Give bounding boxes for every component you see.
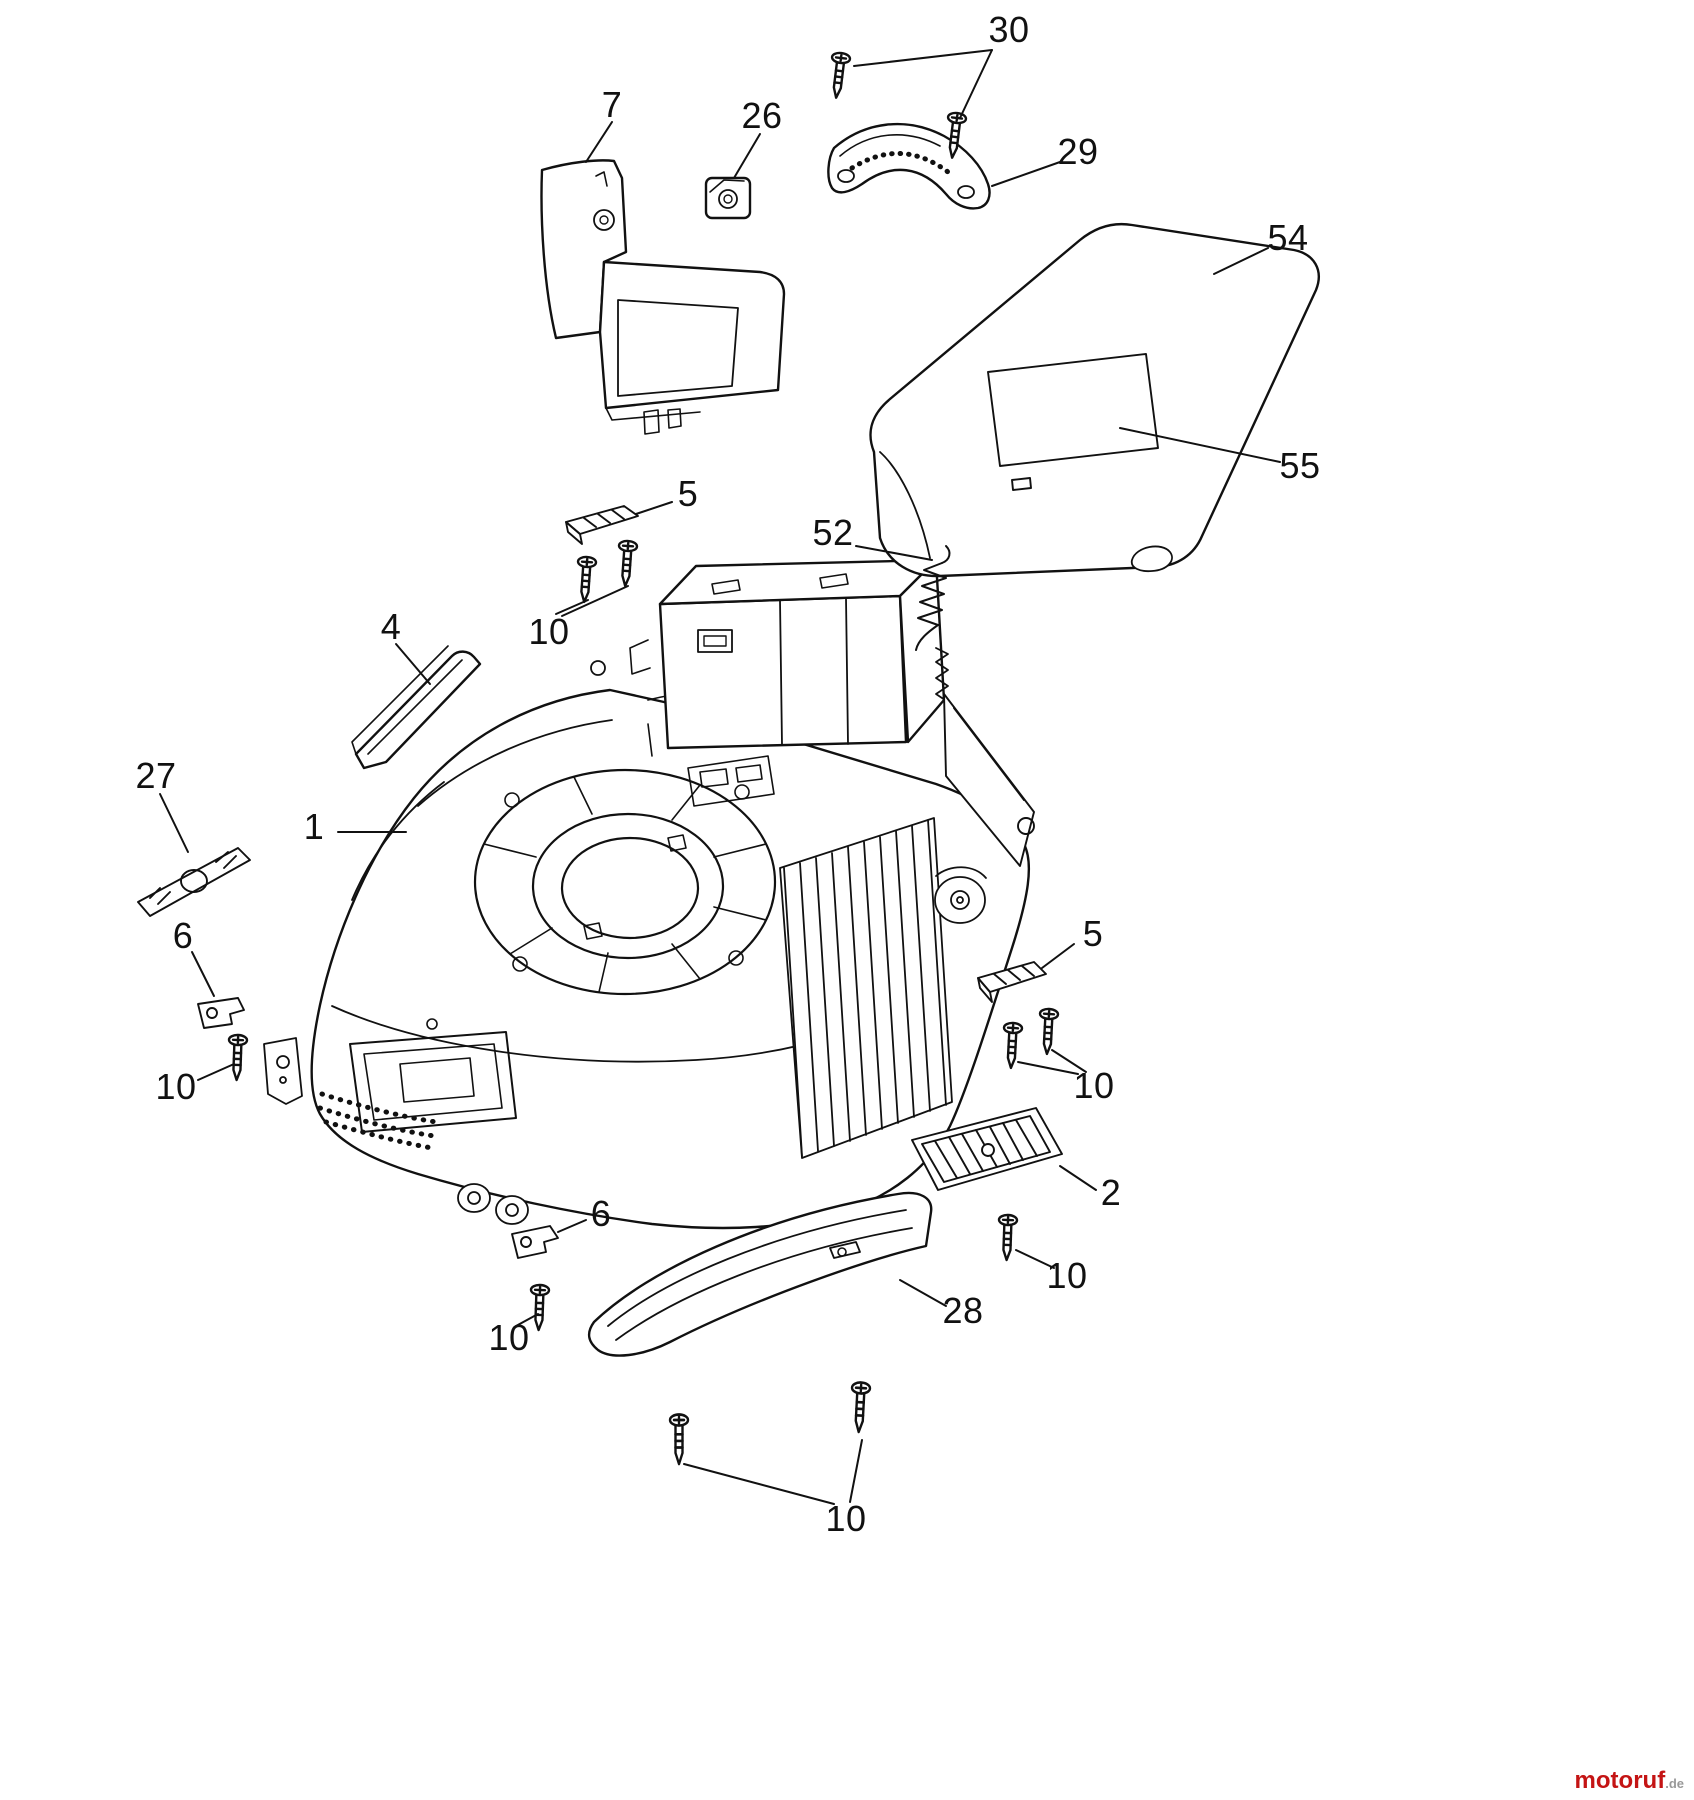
leader-7: [585, 121, 613, 163]
part-label-10-bottom-left: 10: [488, 1317, 530, 1358]
leader-29: [991, 161, 1061, 187]
leader-lines: [159, 49, 1281, 1505]
screw-10-bottom-center-a: [668, 1413, 690, 1466]
watermark-logo: motoruf.de: [1575, 1767, 1684, 1795]
leader-54: [1213, 247, 1269, 275]
part-6-clip-bottom: [511, 1225, 559, 1259]
screw-10-top-right: [615, 539, 639, 588]
leader-6a: [191, 951, 215, 997]
bottom-rollers: [457, 1183, 529, 1225]
leader-52: [855, 545, 933, 561]
leader-26: [733, 133, 761, 179]
leader-28: [899, 1279, 947, 1307]
part-label-10-right: 10: [1073, 1065, 1115, 1106]
deck-rib-panel: [779, 817, 953, 1159]
leader-2: [1059, 1165, 1097, 1191]
leader-10e: [515, 1313, 539, 1327]
leader-6b: [557, 1219, 587, 1233]
leader-30-b: [959, 49, 993, 119]
leader-10a-2: [561, 585, 629, 617]
blade-housing-opening: [473, 768, 777, 996]
part-5-clip-top: [565, 505, 639, 545]
part-label-55: 55: [1279, 445, 1321, 486]
leader-4: [395, 643, 431, 685]
rear-switch-box: [629, 558, 949, 750]
leader-10a-1: [555, 599, 589, 615]
part-5-clip-right: [977, 961, 1047, 1003]
part-label-52: 52: [812, 512, 854, 553]
part-6-clip-left: [197, 997, 245, 1029]
part-label-4: 4: [380, 606, 402, 647]
part-label-29: 29: [1057, 131, 1099, 172]
deck-vent-dots: [317, 1091, 439, 1151]
leader-10f-1: [683, 1463, 835, 1505]
screw-30-left: [825, 50, 852, 100]
leader-10c-2: [1051, 1049, 1087, 1073]
screw-10-left: [226, 1033, 249, 1082]
part-4-trim-strip: [351, 645, 482, 770]
leader-27: [159, 793, 189, 853]
leader-30-a: [853, 49, 993, 67]
part-label-10-bottom-center: 10: [825, 1498, 867, 1539]
part-label-2: 2: [1100, 1172, 1122, 1213]
part-28-deflector: [587, 1191, 933, 1357]
part-29-handle-bracket: [827, 122, 991, 210]
part-label-28: 28: [942, 1290, 984, 1331]
screw-10-bottom-center-b: [848, 1380, 872, 1434]
leader-5a: [635, 501, 673, 515]
part-label-6-left: 6: [172, 915, 194, 956]
part-label-5-right: 5: [1082, 913, 1104, 954]
part-7-bracket: [540, 159, 786, 435]
part-label-54: 54: [1267, 217, 1309, 258]
leader-10c-1: [1017, 1061, 1079, 1075]
screw-10-right-b: [1036, 1007, 1060, 1056]
part-label-10-top: 10: [528, 611, 570, 652]
leader-5b: [1041, 943, 1075, 969]
part-label-30: 30: [988, 9, 1030, 50]
part-label-7: 7: [601, 84, 623, 125]
screw-10-top-left: [574, 555, 598, 604]
part-55-sticker: [987, 353, 1159, 491]
watermark-brand: motoruf: [1574, 1767, 1666, 1794]
part-2-grille: [911, 1107, 1063, 1191]
leader-10d: [1015, 1249, 1055, 1269]
part-label-27: 27: [135, 755, 177, 796]
part-label-10-grille: 10: [1046, 1255, 1088, 1296]
part-54-rear-flap: [869, 223, 1320, 578]
rear-hinge-plate: [943, 693, 1035, 867]
part-label-5-top: 5: [677, 473, 699, 514]
leader-55: [1119, 427, 1281, 463]
part-label-26: 26: [741, 95, 783, 136]
right-wheel-pulley: [934, 866, 987, 924]
part-27-label-strip: [137, 847, 251, 917]
part-26-cap: [704, 176, 752, 220]
part-1-deck-housing: [263, 558, 1035, 1230]
part-label-10-left: 10: [155, 1066, 197, 1107]
leader-10f-2: [849, 1439, 863, 1503]
watermark-tld: .de: [1665, 1776, 1684, 1791]
front-left-wheel-bracket: [263, 1037, 303, 1105]
part-52-spring: [915, 545, 951, 651]
part-label-1: 1: [303, 806, 325, 847]
screw-10-below-grille: [996, 1213, 1019, 1262]
screw-10-bottom-left: [528, 1283, 551, 1332]
leader-10b: [197, 1063, 235, 1081]
part-label-6-bottom: 6: [590, 1193, 612, 1234]
